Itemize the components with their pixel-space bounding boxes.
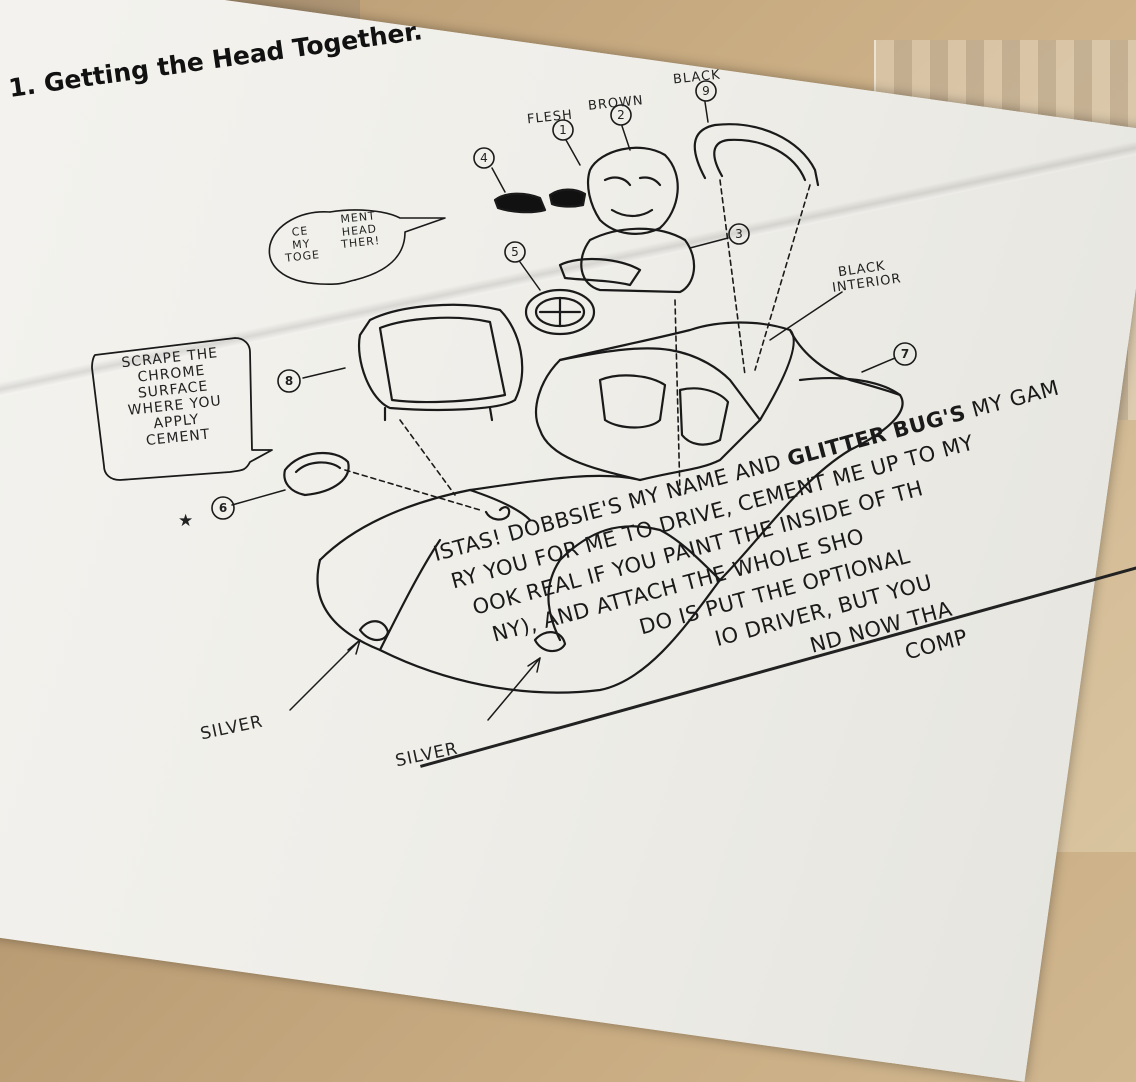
part-number-4: 4 [474, 151, 494, 165]
part-number-2: 2 [611, 108, 631, 122]
part-number-5: 5 [505, 245, 525, 259]
driver-torso-part-3 [560, 229, 694, 292]
star-mark-icon: ★ [178, 511, 194, 531]
part-number-1: 1 [553, 123, 573, 137]
part-number-7: 7 [895, 347, 915, 361]
part-number-6: 6 [213, 501, 233, 515]
steering-wheel-part-5 [526, 290, 594, 334]
chrome-part-6 [284, 453, 348, 495]
rollbar-part-9 [695, 124, 818, 185]
driver-head-part-1 [588, 148, 678, 234]
part-number-9: 9 [696, 84, 716, 98]
speech-bubble-right: MENT HEAD THER! [338, 210, 381, 252]
part-number-8: 8 [279, 374, 299, 388]
speech-bubble-left: CE MY TOGE [282, 224, 321, 265]
callout-scrape-chrome: SCRAPE THE CHROME SURFACE WHERE YOU APPL… [99, 343, 248, 454]
hook-detail [486, 507, 509, 519]
sunglasses-part-4 [495, 190, 585, 213]
seat-back-part-8 [359, 305, 522, 420]
part-number-3: 3 [729, 227, 749, 241]
